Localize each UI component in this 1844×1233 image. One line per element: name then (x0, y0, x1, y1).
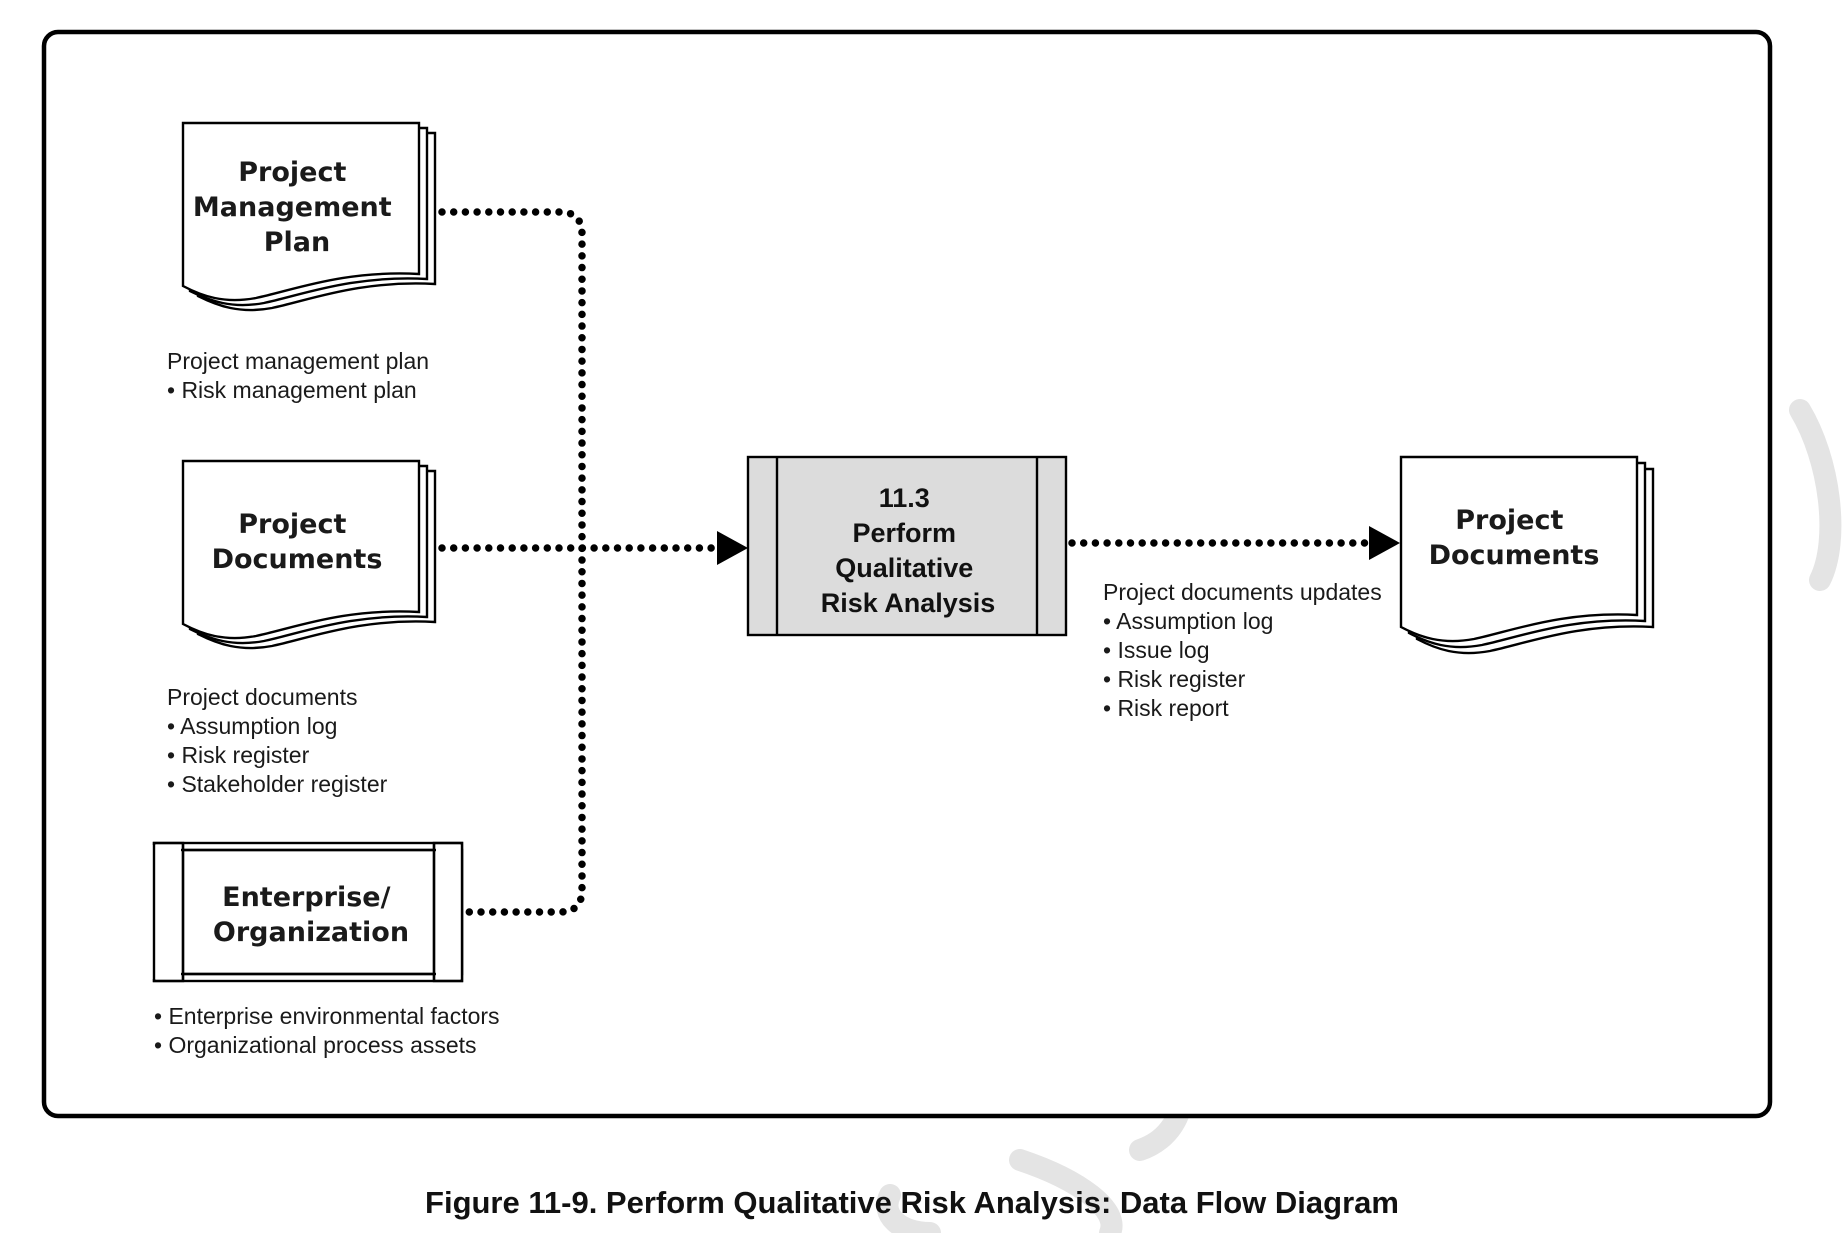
project-documents-input-notes: Project documents • Assumption log • Ris… (167, 684, 388, 797)
input-flows (438, 208, 748, 916)
enterprise-organization-box: Enterprise/ Organization (152, 841, 464, 983)
enterprise-organization-notes: • Enterprise environmental factors • Org… (154, 1003, 506, 1058)
process-title: 11.3 Perform Qualitative Risk Analysis (821, 483, 996, 618)
arrowhead-to-process (717, 531, 748, 565)
project-documents-input-title: Project Documents (212, 509, 383, 575)
pm-plan-notes: Project management plan • Risk managemen… (167, 348, 436, 403)
enterprise-organization-title: Enterprise/ Organization (213, 882, 409, 948)
process-box: 11.3 Perform Qualitative Risk Analysis (746, 455, 1068, 637)
arrowhead-to-output (1369, 526, 1400, 560)
project-documents-output-notes: Project documents updates • Assumption l… (1103, 579, 1388, 721)
project-documents-output-title: Project Documents (1429, 505, 1600, 571)
figure-caption: Figure 11-9. Perform Qualitative Risk An… (425, 1185, 1399, 1220)
project-documents-input: Project Documents (181, 459, 437, 650)
output-flow (1068, 526, 1400, 560)
pm-plan-document: Project Management Plan (181, 121, 437, 312)
pm-plan-title: Project Management Plan (193, 157, 401, 258)
project-documents-output: Project Documents (1399, 455, 1655, 655)
flow-bracket (438, 208, 586, 916)
